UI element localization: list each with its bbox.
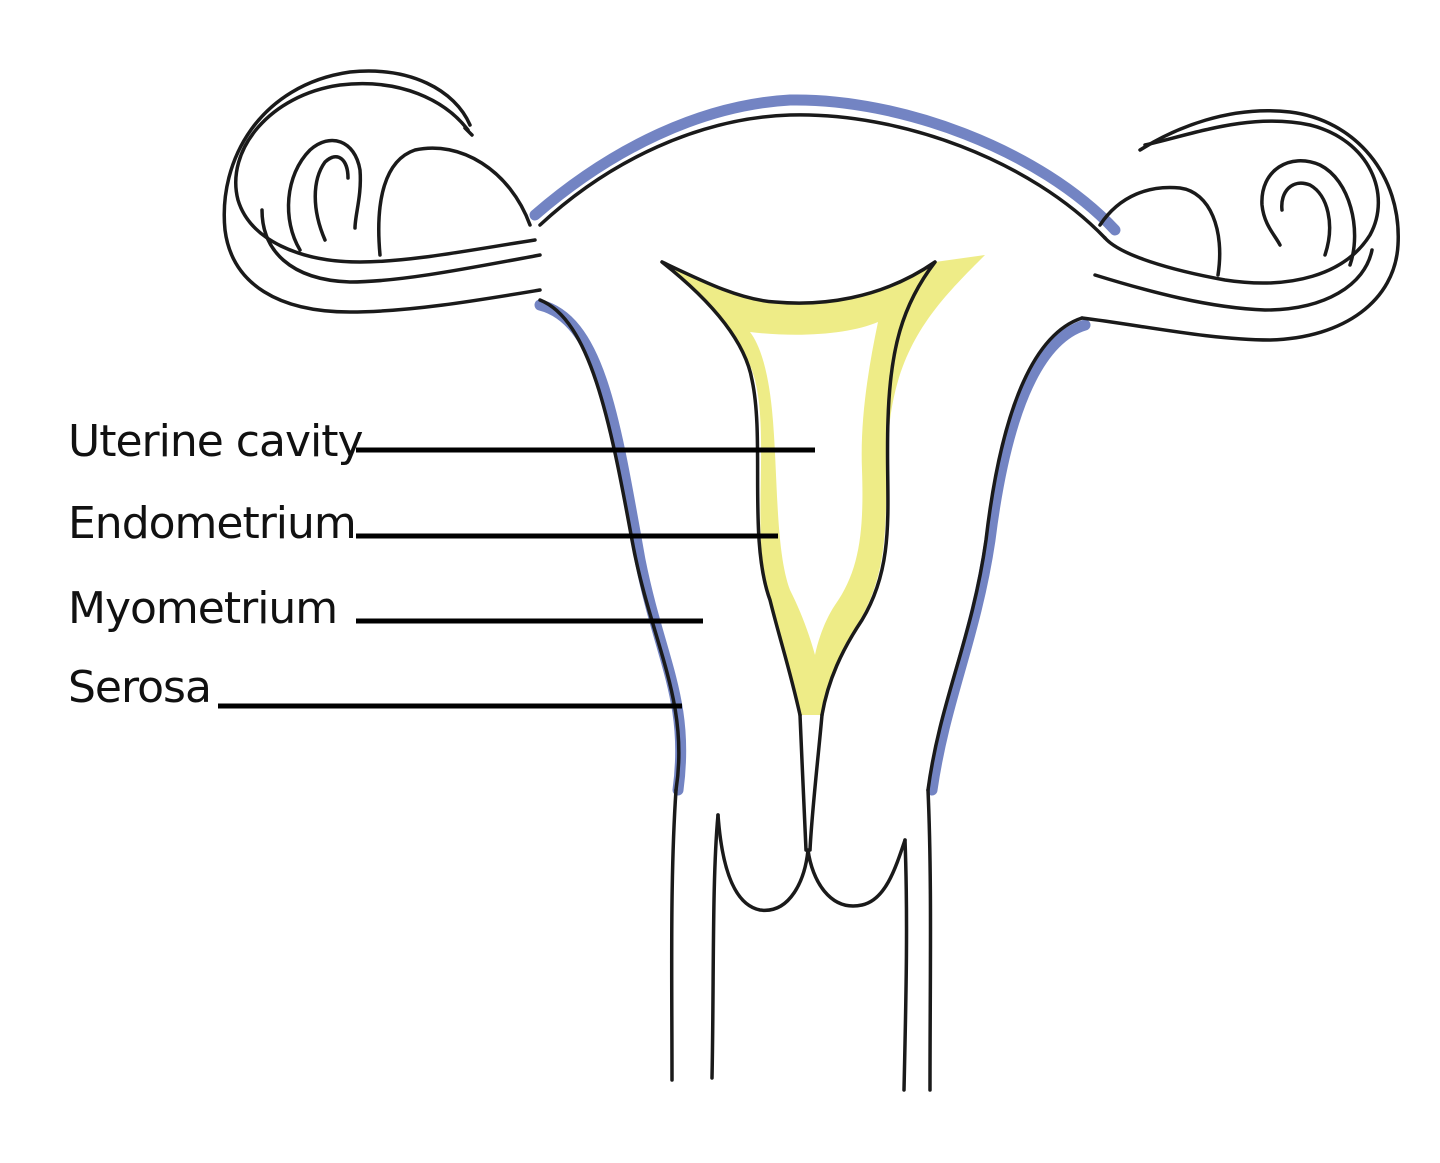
left-tube-upper xyxy=(234,82,537,264)
right-tube-upper xyxy=(1103,119,1381,285)
serosa-layer xyxy=(529,94,1121,796)
serosa-right-side xyxy=(926,319,1091,796)
left-ovary xyxy=(377,146,532,257)
label-myometrium: Myometrium xyxy=(68,583,338,634)
uterus-outline xyxy=(538,113,1107,1092)
right-fimbria-curl-inner xyxy=(1280,181,1332,257)
right-wall-outline xyxy=(926,316,1084,792)
right-fimbria-curl xyxy=(1260,159,1357,267)
cervix-lips xyxy=(716,813,907,912)
label-serosa: Serosa xyxy=(68,662,212,713)
right-ovary xyxy=(1098,185,1222,277)
vagina-right-inner xyxy=(902,838,909,1092)
serosa-left-side xyxy=(534,299,687,796)
vagina-left-outer xyxy=(669,788,678,1082)
cavity-outline xyxy=(660,260,937,717)
right-tube-lumen xyxy=(1093,248,1374,312)
left-tube-lower xyxy=(222,69,542,314)
serosa-fundus xyxy=(529,94,1121,236)
vagina-left-inner xyxy=(710,813,720,1080)
vagina-right-outer xyxy=(926,788,933,1092)
right-tube-lower xyxy=(1080,109,1400,342)
label-endometrium: Endometrium xyxy=(68,498,357,549)
left-wall-outline xyxy=(538,298,681,792)
uterine-cavity-area xyxy=(750,322,878,655)
cervical-canal-right xyxy=(808,713,824,852)
label-uterine-cavity: Uterine cavity xyxy=(68,416,363,467)
left-tube-lumen xyxy=(260,208,542,284)
cervical-canal-left xyxy=(798,713,808,852)
left-adnexa xyxy=(222,69,542,314)
fundus-outline xyxy=(538,113,1107,240)
right-adnexa xyxy=(1080,109,1400,342)
left-tube-end xyxy=(463,126,474,137)
left-fimbria-curl xyxy=(286,138,363,252)
left-fimbria-curl-inner xyxy=(313,155,350,242)
